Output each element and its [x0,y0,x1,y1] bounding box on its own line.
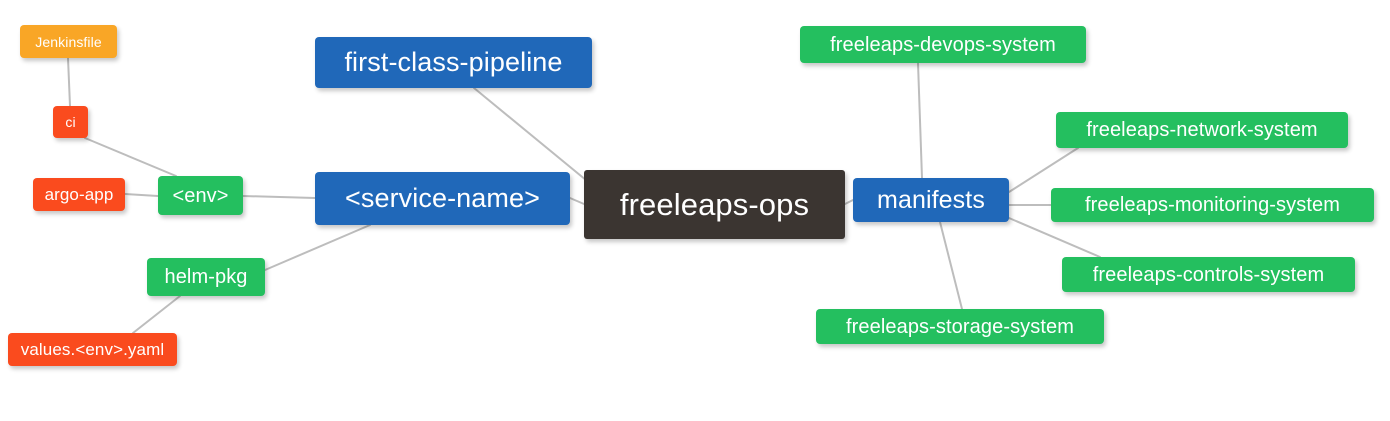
edge-env-to-argo-app [124,193,159,197]
node-freeleaps-monitoring-system[interactable]: freeleaps-monitoring-system [1051,188,1374,222]
node-manifests[interactable]: manifests [853,178,1009,222]
edge-ci-to-jenkinsfile [67,57,71,107]
edge-helm-pkg-to-values-env-yaml [132,295,181,334]
node-label-jenkinsfile: Jenkinsfile [35,33,102,50]
edge-manifests-to-freeleaps-storage-system [939,221,963,310]
node-label-freeleaps-controls-system: freeleaps-controls-system [1092,263,1325,286]
edge-freeleaps-ops-to-service-name [569,197,585,205]
edge-manifests-to-freeleaps-controls-system [1008,217,1101,258]
node-label-service-name: <service-name> [345,183,540,213]
edge-service-name-to-helm-pkg [264,224,371,271]
node-label-helm-pkg: helm-pkg [164,266,248,288]
node-service-name[interactable]: <service-name> [315,172,570,225]
node-label-argo-app: argo-app [44,185,114,204]
node-label-ci: ci [65,114,76,130]
node-argo-app[interactable]: argo-app [33,178,125,211]
edge-service-name-to-env [242,195,316,199]
node-values-env-yaml[interactable]: values.<env>.yaml [8,333,177,366]
node-ci[interactable]: ci [53,106,88,138]
node-label-first-class-pipeline: first-class-pipeline [344,47,563,77]
node-freeleaps-ops[interactable]: freeleaps-ops [584,170,845,239]
node-label-values-env-yaml: values.<env>.yaml [20,340,165,359]
edge-freeleaps-ops-to-first-class-pipeline [473,87,593,186]
node-freeleaps-storage-system[interactable]: freeleaps-storage-system [816,309,1104,344]
edge-manifests-to-freeleaps-network-system [1008,147,1079,193]
node-jenkinsfile[interactable]: Jenkinsfile [20,25,117,58]
node-label-freeleaps-ops: freeleaps-ops [619,187,810,222]
node-first-class-pipeline[interactable]: first-class-pipeline [315,37,592,88]
node-label-freeleaps-devops-system: freeleaps-devops-system [830,33,1056,56]
node-label-env: <env> [172,184,229,207]
node-freeleaps-devops-system[interactable]: freeleaps-devops-system [800,26,1086,63]
edge-manifests-to-freeleaps-devops-system [917,62,923,179]
node-label-freeleaps-storage-system: freeleaps-storage-system [845,315,1075,338]
node-freeleaps-network-system[interactable]: freeleaps-network-system [1056,112,1348,148]
edge-freeleaps-ops-to-manifests [844,199,854,205]
node-label-freeleaps-network-system: freeleaps-network-system [1086,119,1318,141]
node-label-freeleaps-monitoring-system: freeleaps-monitoring-system [1084,194,1340,216]
node-env[interactable]: <env> [158,176,243,215]
edge-env-to-ci [84,137,177,177]
node-label-manifests: manifests [877,185,985,214]
node-freeleaps-controls-system[interactable]: freeleaps-controls-system [1062,257,1355,292]
node-helm-pkg[interactable]: helm-pkg [147,258,265,296]
